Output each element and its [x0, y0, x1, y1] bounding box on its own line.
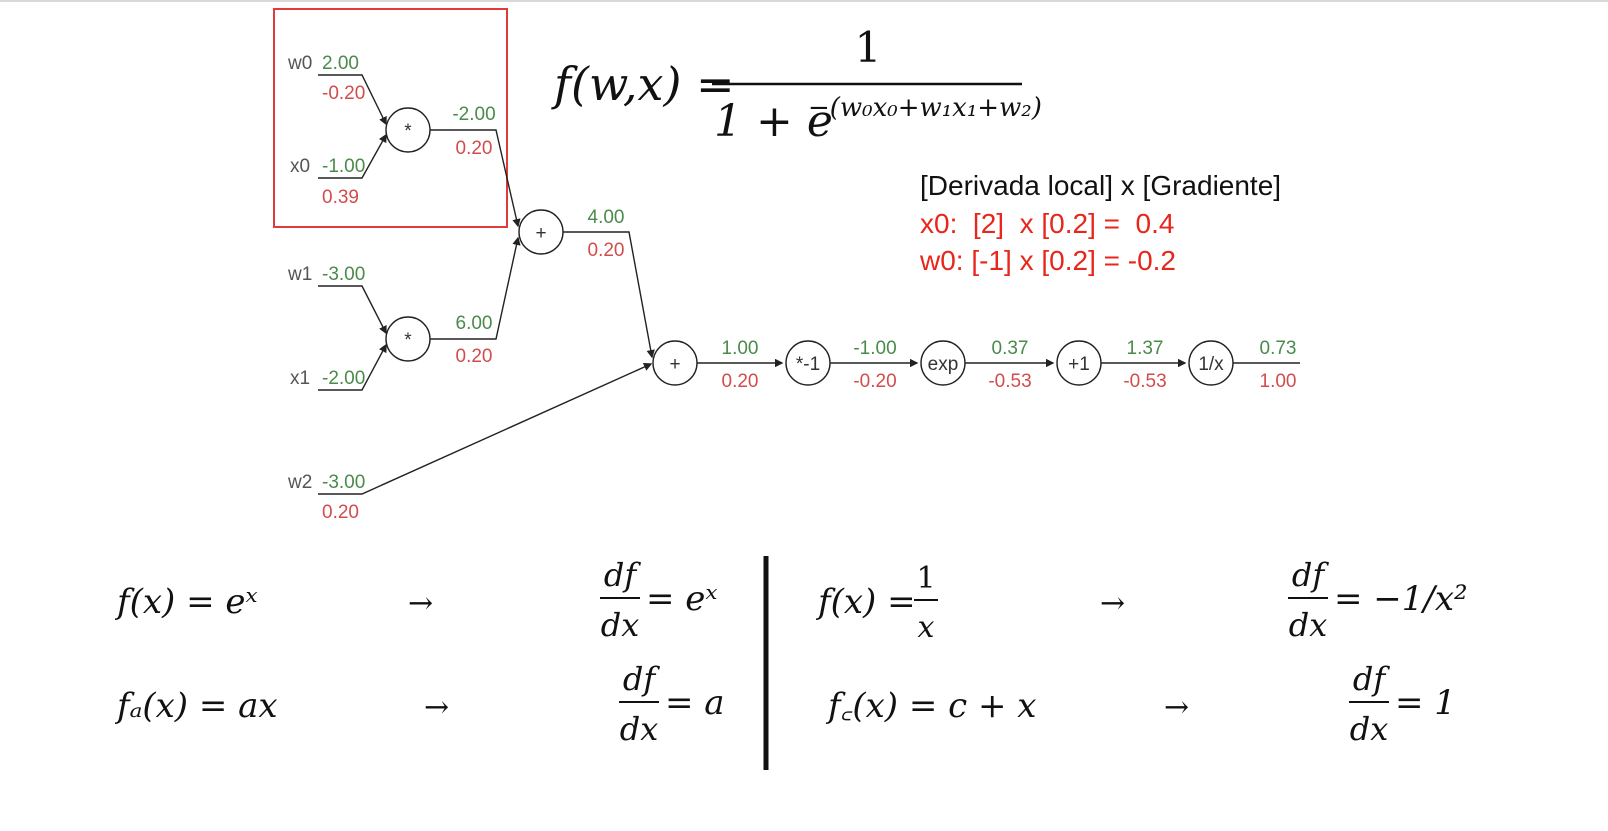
add0-forward: 4.00 — [588, 207, 625, 228]
node-mul1 — [385, 316, 431, 362]
mul1-forward: 6.00 — [456, 313, 493, 334]
edge-x0-mul0 — [318, 133, 387, 179]
rule4-arrow: → — [1164, 690, 1189, 725]
sigmoid-formula: f(w,x) = 1 1 + e −(w₀x₀+w₁x₁+w₂) — [551, 23, 1042, 147]
highlight-box — [273, 8, 508, 228]
op-plus1: +1 — [1068, 354, 1090, 375]
rule3-d-den: dx — [1289, 606, 1328, 644]
input-x0-label: x0 — [290, 156, 310, 177]
mul1-grad: 0.20 — [456, 346, 493, 367]
input-w0-label: w0 — [287, 53, 312, 74]
note-line2: w0: [-1] x [0.2] = -0.2 — [919, 245, 1176, 276]
exp-grad: -0.53 — [988, 371, 1031, 392]
input-w2-forward: -3.00 — [322, 472, 365, 493]
op-mul0: * — [404, 121, 412, 142]
recip-grad: 1.00 — [1260, 371, 1297, 392]
rule1-function: f(x) = eˣ — [114, 582, 258, 622]
edge-x1-mul1 — [318, 343, 387, 391]
rule3-arrow: → — [1100, 586, 1125, 621]
node-mul0 — [385, 107, 431, 153]
formula-lhs: f(w,x) = — [551, 57, 735, 111]
op-exp: exp — [928, 354, 959, 375]
node-neg — [785, 340, 831, 386]
neg-grad: -0.20 — [853, 371, 896, 392]
input-w2-grad: 0.20 — [322, 502, 359, 523]
input-w0-forward: 2.00 — [322, 53, 359, 74]
rule3-d-num: df — [1292, 556, 1329, 594]
rule2-arrow: → — [424, 690, 449, 725]
rule4-d-num: df — [1353, 660, 1390, 698]
edge-w1-mul1 — [318, 285, 387, 335]
note-line1: x0: [2] x [0.2] = 0.4 — [920, 208, 1174, 239]
input-x1-forward: -2.00 — [322, 368, 365, 389]
rule2-d-rhs: = a — [665, 683, 725, 723]
rule3-function-lhs: f(x) = — [815, 582, 916, 622]
edge-mul1-add0 — [430, 236, 521, 340]
rule3-function-num: 1 — [916, 561, 935, 596]
rule2-function: fₐ(x) = ax — [114, 686, 278, 726]
node-plus1 — [1056, 340, 1102, 386]
rule2-d-den: dx — [620, 710, 659, 748]
derivative-rules: f(x) = eˣ → df dx = eˣ fₐ(x) = ax → df d… — [114, 556, 1468, 770]
top-border — [0, 0, 1608, 2]
input-x0-grad: 0.39 — [322, 187, 359, 208]
edge-w0-mul0 — [318, 74, 387, 126]
op-recip: 1/x — [1198, 354, 1224, 375]
mul0-grad: 0.20 — [456, 138, 493, 159]
add1-grad: 0.20 — [722, 371, 759, 392]
rule1-d-den: dx — [601, 606, 640, 644]
op-mul1: * — [404, 330, 412, 351]
op-neg: *-1 — [796, 354, 820, 375]
formula-denom-exp: −(w₀x₀+w₁x₁+w₂) — [808, 93, 1042, 123]
rule3-function-den: x — [918, 610, 935, 645]
formula-numerator: 1 — [855, 23, 882, 72]
edge-mul0-add0 — [430, 129, 521, 228]
note-title: [Derivada local] x [Gradiente] — [920, 170, 1281, 201]
edge-add0-add1 — [563, 231, 655, 359]
op-add0: + — [535, 223, 546, 244]
plus1-forward: 1.37 — [1127, 338, 1164, 359]
rule4-function: f꜀(x) = c + x — [825, 686, 1036, 726]
neg-forward: -1.00 — [853, 338, 896, 359]
op-add1: + — [669, 354, 680, 375]
input-x1-label: x1 — [290, 368, 310, 389]
plus1-grad: -0.53 — [1123, 371, 1166, 392]
mul0-forward: -2.00 — [452, 104, 495, 125]
graph-edges — [318, 74, 1300, 495]
formula-denom-base: 1 + e — [714, 96, 833, 147]
exp-forward: 0.37 — [992, 338, 1029, 359]
rule1-d-rhs: = eˣ — [646, 579, 718, 619]
rule4-d-rhs: = 1 — [1395, 683, 1456, 723]
add0-grad: 0.20 — [588, 240, 625, 261]
edge-w2-add1 — [318, 363, 653, 495]
add1-forward: 1.00 — [722, 338, 759, 359]
rule1-arrow: → — [408, 586, 433, 621]
input-w1-forward: -3.00 — [322, 264, 365, 285]
node-add0 — [518, 209, 564, 255]
rule3-d-rhs: = −1/x² — [1334, 579, 1468, 619]
input-w2-label: w2 — [287, 472, 312, 493]
node-add1 — [652, 340, 698, 386]
rule1-d-num: df — [604, 556, 641, 594]
recip-forward: 0.73 — [1260, 338, 1297, 359]
input-w0-grad: -0.20 — [322, 83, 365, 104]
node-recip — [1188, 340, 1234, 386]
node-exp — [920, 340, 966, 386]
rule4-d-den: dx — [1350, 710, 1389, 748]
input-x0-forward: -1.00 — [322, 156, 365, 177]
input-w1-label: w1 — [287, 264, 312, 285]
rule2-d-num: df — [623, 660, 660, 698]
